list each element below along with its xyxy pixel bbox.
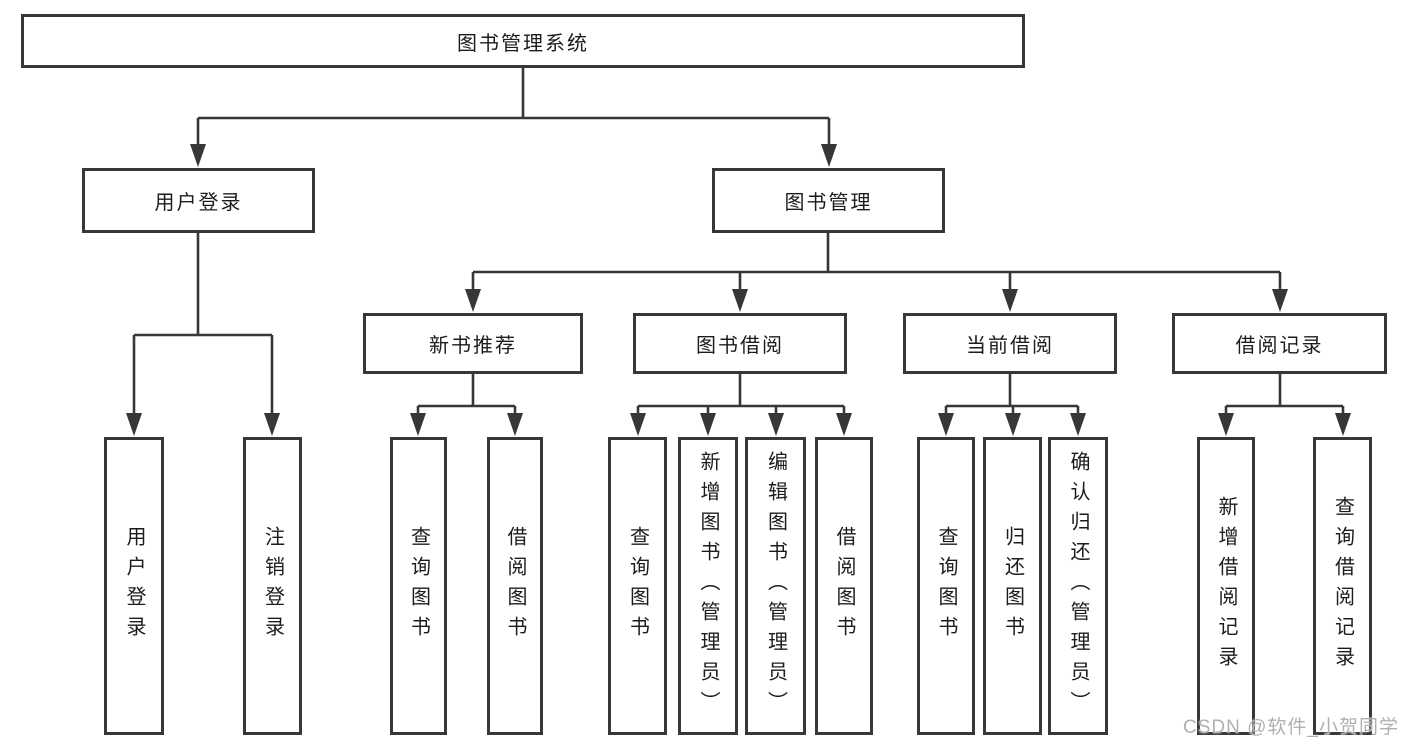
node-user-login-leaf: 用户登录 — [104, 437, 164, 735]
node-label: 查询图书 — [626, 526, 649, 646]
node-user-login: 用户登录 — [82, 168, 315, 233]
node-query-books-recommend: 查询图书 — [390, 437, 447, 735]
node-query-borrow-record: 查询借阅记录 — [1313, 437, 1372, 735]
node-label: 确认归还（管理员） — [1067, 451, 1089, 721]
node-label: 查询借阅记录 — [1331, 496, 1354, 676]
node-label: 查询图书 — [407, 526, 430, 646]
node-label: 新增图书（管理员） — [697, 451, 719, 721]
node-add-borrow-record: 新增借阅记录 — [1197, 437, 1255, 735]
node-label: 借阅图书 — [504, 526, 526, 646]
node-label: 当前借阅 — [966, 335, 1054, 357]
node-current-borrow: 当前借阅 — [903, 313, 1117, 374]
node-borrow-books-recommend: 借阅图书 — [487, 437, 543, 735]
node-label: 注销登录 — [261, 526, 284, 646]
node-label: 新增借阅记录 — [1215, 496, 1237, 676]
node-book-management: 图书管理 — [712, 168, 945, 233]
node-confirm-return-admin: 确认归还（管理员） — [1048, 437, 1108, 735]
node-label: 归还图书 — [1001, 526, 1024, 646]
arrowheads — [126, 144, 1351, 436]
node-query-books-current: 查询图书 — [917, 437, 975, 735]
node-add-books-admin: 新增图书（管理员） — [678, 437, 738, 735]
node-logout-login: 注销登录 — [243, 437, 302, 735]
node-label: 借阅图书 — [833, 526, 855, 646]
node-label: 用户登录 — [154, 192, 243, 214]
node-library-management-system: 图书管理系统 — [21, 14, 1025, 68]
node-label: 图书管理系统 — [457, 32, 589, 55]
node-label: 用户登录 — [123, 526, 145, 646]
node-new-book-recommend: 新书推荐 — [363, 313, 583, 374]
node-borrow-records: 借阅记录 — [1172, 313, 1387, 374]
csdn-watermark: CSDN @软件_小贺同学 — [1183, 717, 1399, 738]
node-book-borrow: 图书借阅 — [633, 313, 847, 374]
node-label: 查询图书 — [935, 526, 957, 646]
node-label: 图书管理 — [784, 192, 873, 214]
node-label: 编辑图书（管理员） — [764, 451, 787, 721]
node-label: 新书推荐 — [429, 335, 517, 357]
node-label: 图书借阅 — [696, 335, 784, 357]
node-return-books: 归还图书 — [983, 437, 1042, 735]
node-borrow-books-leaf: 借阅图书 — [815, 437, 873, 735]
node-label: 借阅记录 — [1235, 335, 1324, 357]
node-query-books-borrow: 查询图书 — [608, 437, 667, 735]
node-edit-books-admin: 编辑图书（管理员） — [745, 437, 806, 735]
